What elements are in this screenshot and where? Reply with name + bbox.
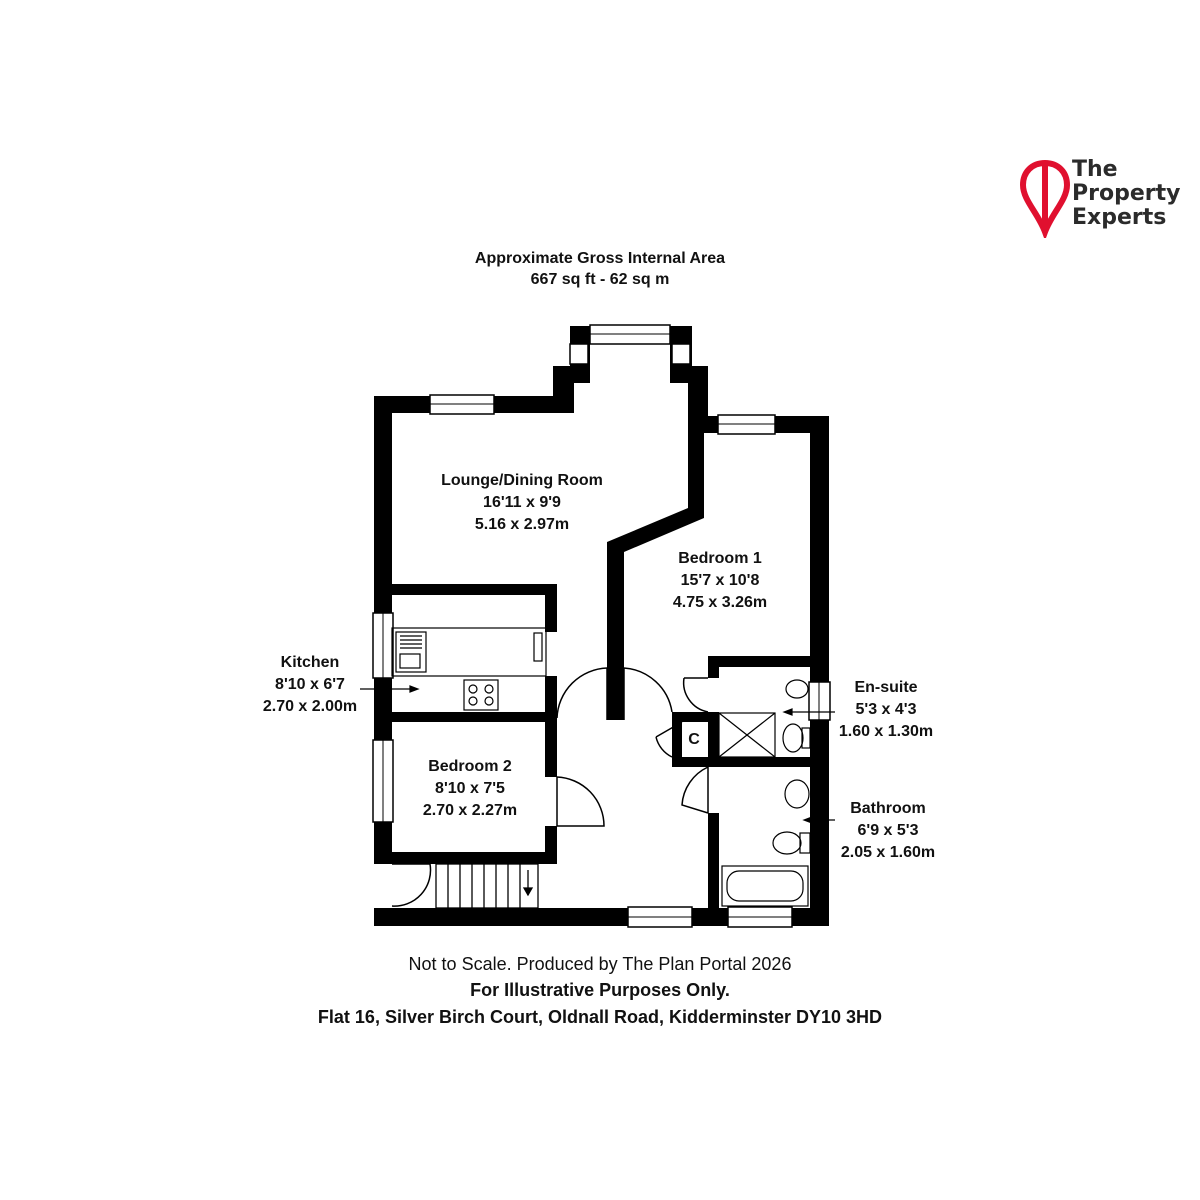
ensuite-fittings — [718, 679, 811, 758]
door-cupboard — [655, 721, 683, 758]
footer-address: Flat 16, Silver Birch Court, Oldnall Roa… — [317, 1007, 883, 1027]
room-metric: 1.60 x 1.30m — [838, 723, 934, 740]
room-name: Kitchen — [280, 654, 340, 671]
shower-icon — [718, 712, 776, 758]
area-title: Approximate Gross Internal Area — [474, 250, 726, 267]
kitchen-fittings — [391, 627, 547, 711]
room-label-kitchen: Kitchen 8'10 x 6'7 2.70 x 2.00m — [250, 652, 370, 718]
door-lounge — [623, 667, 673, 720]
room-name: En-suite — [854, 679, 918, 696]
room-label-bedroom1: Bedroom 1 15'7 x 10'8 4.75 x 3.26m — [640, 548, 800, 614]
window-bay-right — [671, 343, 691, 365]
room-metric: 2.70 x 2.27m — [422, 802, 518, 819]
room-name: C — [688, 731, 700, 748]
ensuite-basin-icon — [785, 679, 809, 699]
room-metric: 4.75 x 3.26m — [672, 594, 768, 611]
brand-line-2: Property — [1072, 181, 1181, 206]
room-label-cupboard: C — [684, 729, 704, 751]
wall-kitchen-right-bottom — [545, 676, 557, 722]
door-bathroom — [681, 766, 709, 814]
room-imperial: 5'3 x 4'3 — [855, 701, 917, 718]
room-imperial: 8'10 x 6'7 — [275, 676, 345, 693]
room-label-bedroom2: Bedroom 2 8'10 x 7'5 2.70 x 2.27m — [405, 756, 535, 822]
windows — [372, 324, 831, 928]
wall-kitchen-top — [392, 584, 557, 595]
room-metric: 2.70 x 2.00m — [262, 698, 358, 715]
brand-line-3: Experts — [1072, 205, 1167, 230]
sink-icon — [395, 631, 427, 673]
brand-name: The Property Experts — [1072, 158, 1180, 230]
stairs — [435, 863, 539, 909]
room-label-bathroom: Bathroom 6'9 x 5'3 2.05 x 1.60m — [828, 798, 948, 864]
room-imperial: 15'7 x 10'8 — [680, 572, 760, 589]
wall-top-bed1-left — [688, 416, 718, 433]
label-arrows — [360, 685, 835, 824]
window-bay-left — [569, 343, 589, 365]
wall-ensuite-left-bottom — [708, 712, 719, 767]
wall-kitchen-bottom — [392, 712, 557, 722]
room-metric: 2.05 x 1.60m — [840, 844, 936, 861]
wall-ensuite-bottom — [672, 757, 810, 767]
room-name: Bedroom 2 — [428, 758, 512, 775]
door-kitchen — [556, 667, 608, 720]
room-name: Bathroom — [850, 800, 926, 817]
brand-logo: The Property Experts — [1020, 158, 1190, 238]
door-entrance — [391, 863, 432, 907]
room-label-lounge: Lounge/Dining Room 16'11 x 9'9 5.16 x 2.… — [412, 470, 632, 536]
bathroom-toilet-icon — [772, 831, 802, 855]
brand-line-1: The — [1072, 157, 1118, 182]
room-label-ensuite: En-suite 5'3 x 4'3 1.60 x 1.30m — [826, 677, 946, 743]
room-name: Lounge/Dining Room — [441, 472, 603, 489]
area-value: 667 sq ft - 62 sq m — [530, 271, 670, 288]
doors — [391, 667, 709, 907]
door-ensuite — [682, 677, 709, 713]
fridge-icon — [533, 632, 543, 662]
location-pin-icon — [1020, 159, 1070, 238]
footer-illustrative: For Illustrative Purposes Only. — [470, 980, 730, 1000]
room-imperial: 16'11 x 9'9 — [483, 494, 561, 511]
wall-bathroom-left — [708, 813, 719, 926]
wall-bed2-right-top — [545, 712, 557, 777]
room-imperial: 6'9 x 5'3 — [857, 822, 919, 839]
wall-cupboard-top — [672, 712, 718, 722]
hob-icon — [463, 679, 499, 711]
door-bedroom2 — [556, 776, 605, 827]
bathroom-basin-icon — [784, 779, 810, 809]
room-name: Bedroom 1 — [678, 550, 762, 567]
footer-disclaimer: Not to Scale. Produced by The Plan Porta… — [408, 954, 792, 974]
wall-cupboard-left — [672, 712, 682, 767]
bathroom-fittings — [721, 779, 811, 907]
wall-lounge-bed1 — [607, 433, 704, 720]
bath-icon — [721, 865, 809, 907]
wall-ensuite-top — [708, 656, 810, 667]
gross-internal-area: Approximate Gross Internal Area 667 sq f… — [350, 248, 850, 290]
wall-right — [810, 416, 829, 926]
wall-bed2-bottom — [374, 852, 557, 864]
wall-kitchen-right-top — [545, 584, 557, 632]
kitchen-counter — [391, 627, 547, 677]
wall-ensuite-left-top — [708, 656, 719, 678]
room-imperial: 8'10 x 7'5 — [435, 780, 505, 797]
room-metric: 5.16 x 2.97m — [474, 516, 570, 533]
ensuite-toilet-icon — [782, 723, 804, 753]
